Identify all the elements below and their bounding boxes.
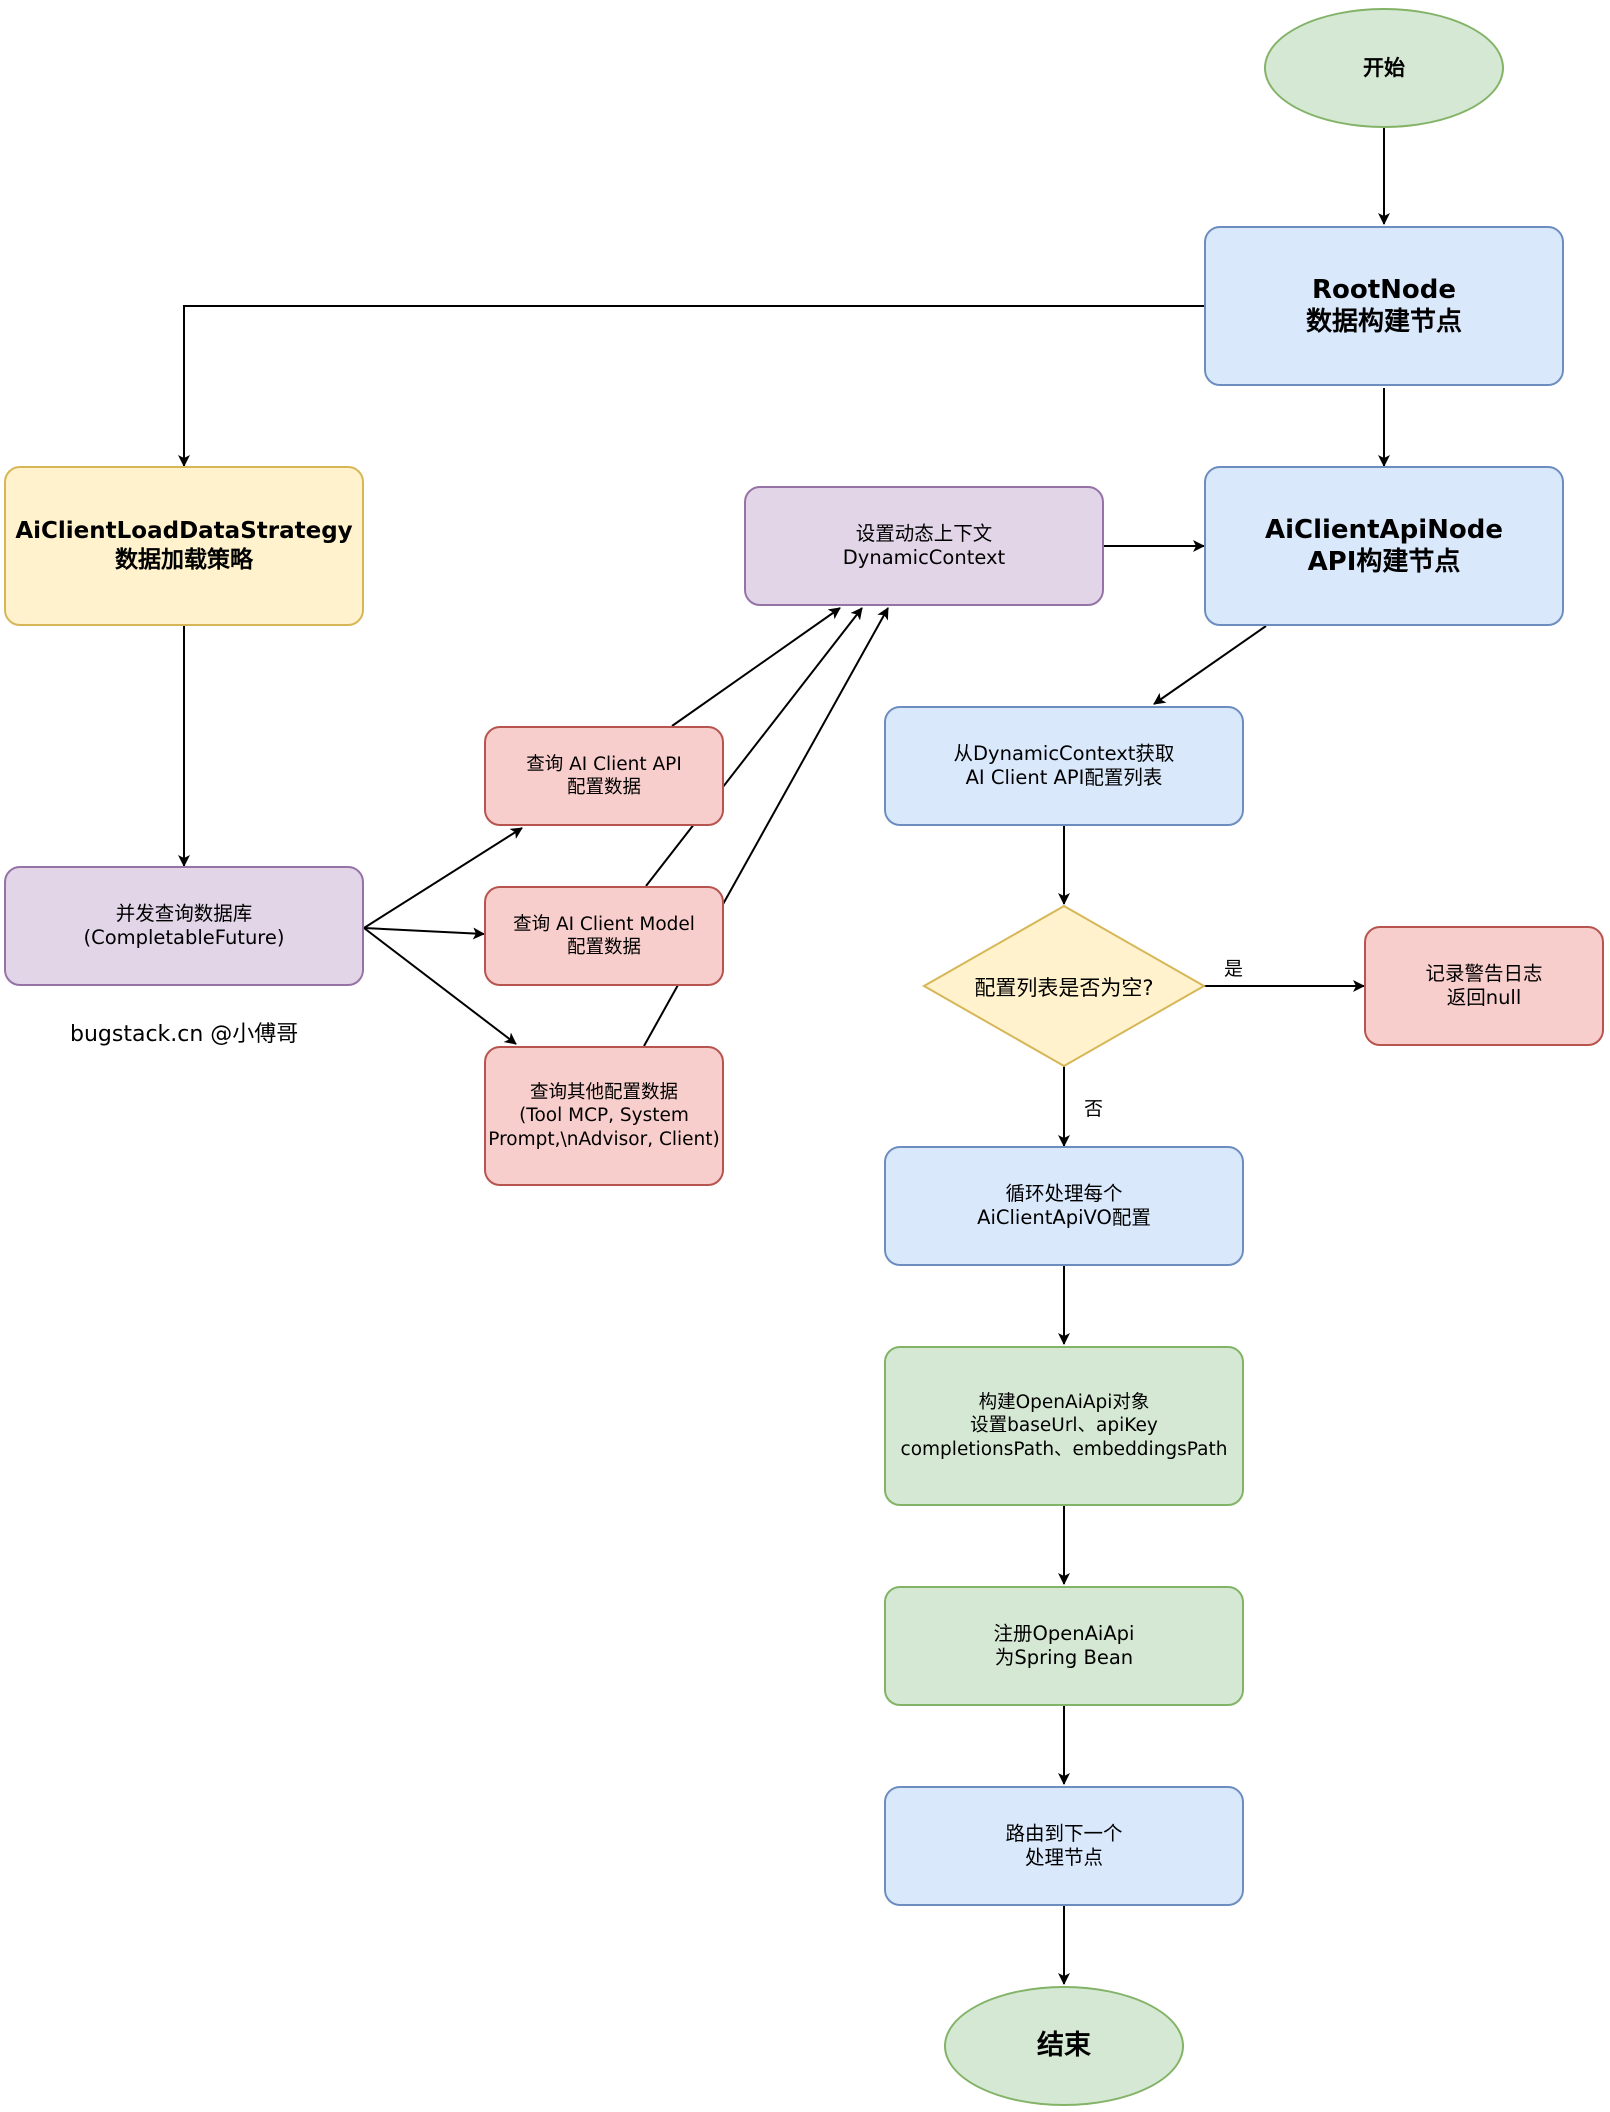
log-warning-line2: 返回null xyxy=(1446,986,1522,1009)
edge-query-api-to-context xyxy=(671,607,841,727)
get-config-list-line2: AI Client API配置列表 xyxy=(965,766,1163,789)
route-next-line1: 路由到下一个 xyxy=(1005,1821,1123,1845)
root-node-title: RootNode xyxy=(1311,274,1457,305)
edge-query-model-to-context xyxy=(645,607,863,887)
root-node-subtitle: 数据构建节点 xyxy=(1305,307,1462,337)
log-warning-line1: 记录警告日志 xyxy=(1425,961,1543,985)
register-bean-line1: 注册OpenAiApi xyxy=(993,1621,1135,1645)
query-model-line1: 查询 AI Client Model xyxy=(513,913,695,935)
log-warning-node: 记录警告日志 返回null xyxy=(1364,926,1604,1046)
query-other-line2: (Tool MCP, System xyxy=(519,1105,689,1127)
api-node-title: AiClientApiNode xyxy=(1264,514,1504,545)
route-next-line2: 处理节点 xyxy=(1024,1846,1103,1869)
route-next-node: 路由到下一个 处理节点 xyxy=(884,1786,1244,1906)
query-api-node: 查询 AI Client API 配置数据 xyxy=(484,726,724,826)
loop-node: 循环处理每个 AiClientApiVO配置 xyxy=(884,1146,1244,1266)
register-bean-line2: 为Spring Bean xyxy=(994,1646,1134,1669)
query-other-line3: Prompt,\nAdvisor, Client) xyxy=(488,1128,720,1150)
build-openaiapi-line3: completionsPath、embeddingsPath xyxy=(900,1438,1228,1460)
load-data-strategy-node: AiClientLoadDataStrategy 数据加载策略 xyxy=(4,466,364,626)
edge-label-no: 否 xyxy=(1084,1098,1104,1120)
start-node: 开始 xyxy=(1264,8,1504,128)
edge-concurrent-to-query-model xyxy=(363,927,485,940)
build-openaiapi-line1: 构建OpenAiApi对象 xyxy=(978,1392,1150,1414)
loop-line1: 循环处理每个 xyxy=(1005,1181,1123,1205)
api-node: AiClientApiNode API构建节点 xyxy=(1204,466,1564,626)
dynamic-context-node: 设置动态上下文 DynamicContext xyxy=(744,486,1104,606)
loop-line2: AiClientApiVO配置 xyxy=(977,1206,1151,1229)
query-other-line1: 查询其他配置数据 xyxy=(529,1082,678,1104)
root-node: RootNode 数据构建节点 xyxy=(1204,226,1564,386)
dynamic-context-line2: DynamicContext xyxy=(842,546,1006,569)
edge-apinode-to-getlist xyxy=(1153,625,1267,705)
build-openaiapi-line2: 设置baseUrl、apiKey xyxy=(970,1415,1158,1437)
query-other-node: 查询其他配置数据 (Tool MCP, System Prompt,\nAdvi… xyxy=(484,1046,724,1186)
edge-concurrent-to-query-other xyxy=(363,927,517,1045)
dynamic-context-line1: 设置动态上下文 xyxy=(855,521,993,545)
query-model-node: 查询 AI Client Model 配置数据 xyxy=(484,886,724,986)
query-api-line2: 配置数据 xyxy=(566,777,641,798)
decision-label: 配置列表是否为空? xyxy=(974,976,1154,1000)
build-openaiapi-node: 构建OpenAiApi对象 设置baseUrl、apiKey completio… xyxy=(884,1346,1244,1506)
edge-label-yes: 是 xyxy=(1224,958,1244,980)
query-api-line1: 查询 AI Client API xyxy=(526,753,682,775)
concurrent-query-line2: (CompletableFuture) xyxy=(83,926,285,949)
watermark: bugstack.cn @小傅哥 xyxy=(70,1022,299,1047)
load-data-strategy-subtitle: 数据加载策略 xyxy=(115,547,253,573)
get-config-list-node: 从DynamicContext获取 AI Client API配置列表 xyxy=(884,706,1244,826)
load-data-strategy-title: AiClientLoadDataStrategy xyxy=(15,518,353,545)
concurrent-query-node: 并发查询数据库 (CompletableFuture) xyxy=(4,866,364,986)
concurrent-query-line1: 并发查询数据库 xyxy=(115,901,253,925)
api-node-subtitle: API构建节点 xyxy=(1307,547,1461,577)
get-config-list-line1: 从DynamicContext获取 xyxy=(953,741,1175,765)
start-label: 开始 xyxy=(1363,55,1405,80)
end-node: 结束 xyxy=(944,1986,1184,2106)
decision-diamond xyxy=(921,904,1207,1068)
end-label: 结束 xyxy=(1037,2030,1091,2062)
register-bean-node: 注册OpenAiApi 为Spring Bean xyxy=(884,1586,1244,1706)
edge-concurrent-to-query-api xyxy=(363,827,523,929)
query-model-line2: 配置数据 xyxy=(566,937,641,958)
edge-root-to-strategy xyxy=(178,305,1204,467)
